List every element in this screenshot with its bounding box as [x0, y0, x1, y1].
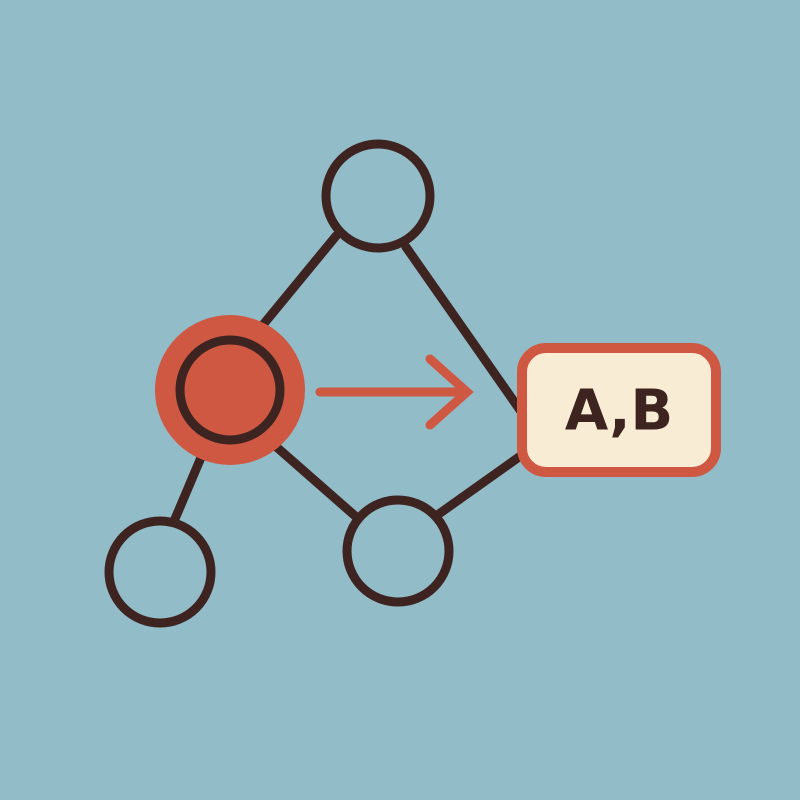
- edge-active-to-bottom-middle: [259, 431, 367, 527]
- active-node: [175, 335, 285, 445]
- output-label-text: A,B: [565, 379, 673, 444]
- node-bottom-middle: [342, 495, 454, 607]
- node-bottom-left: [104, 516, 216, 628]
- output-label-box: A,B: [517, 343, 721, 477]
- edge-active-to-top: [257, 231, 341, 331]
- node-top: [321, 139, 435, 253]
- arrow-right-icon: [315, 354, 474, 430]
- edge-top-to-label: [401, 242, 525, 415]
- edge-bottom-middle-to-label: [431, 447, 531, 521]
